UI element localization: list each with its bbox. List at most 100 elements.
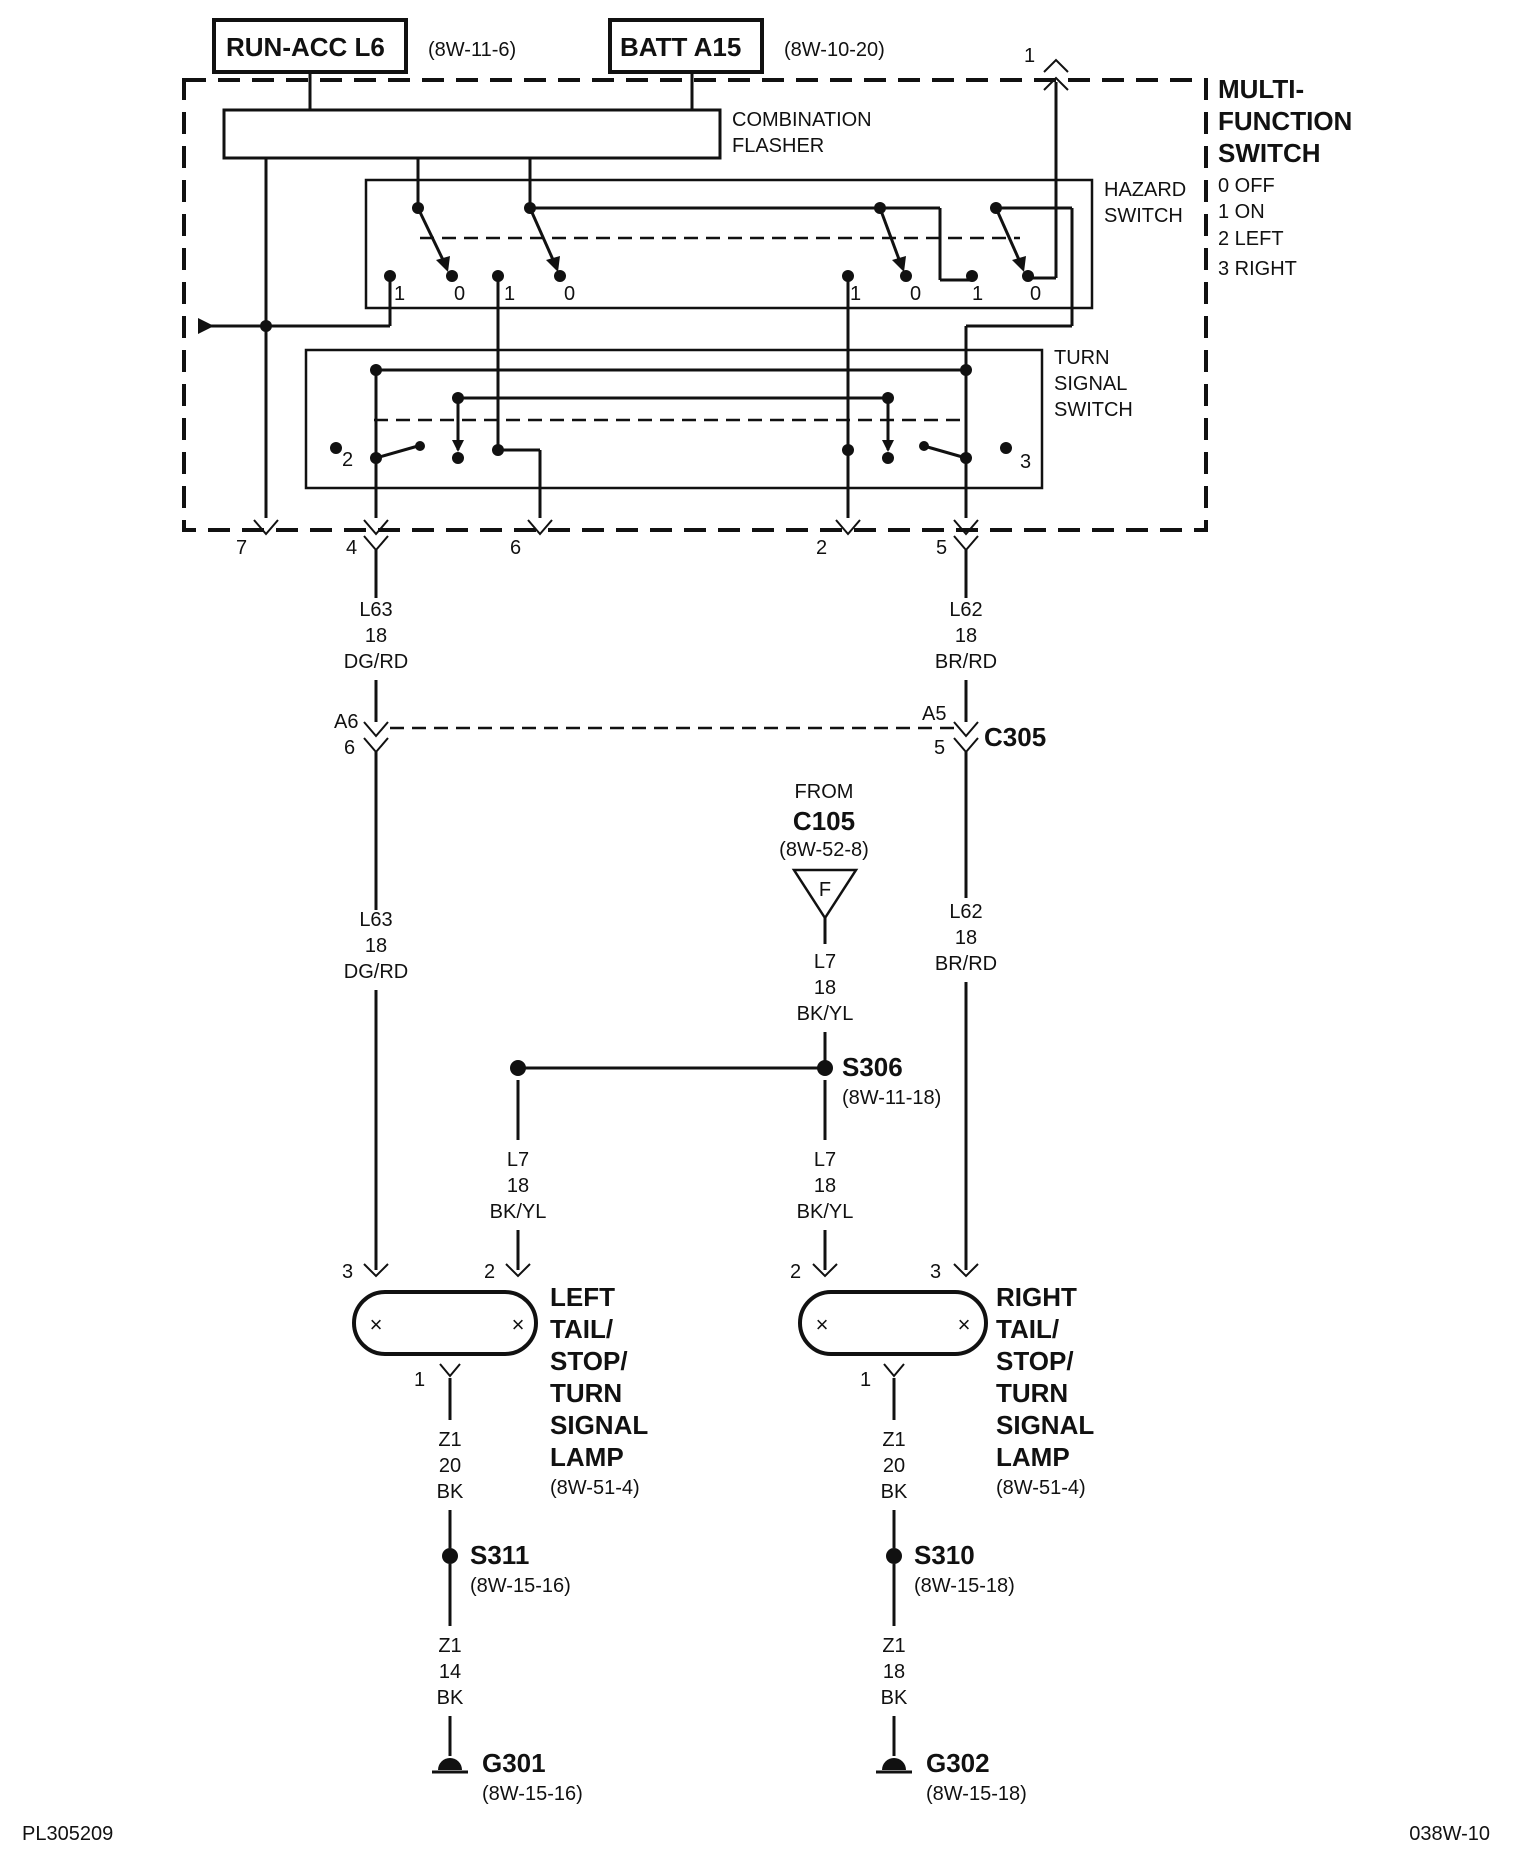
z1-left-upper-color: BK — [437, 1481, 464, 1503]
left-lamp-x1: × — [370, 1312, 383, 1337]
z1-right-lower-gauge: 18 — [883, 1661, 905, 1683]
right-lamp-line-3: STOP/ — [996, 1346, 1074, 1376]
flasher-label-2: FLASHER — [732, 135, 824, 157]
c305-label: C305 — [984, 722, 1046, 752]
g301-ref: (8W-15-16) — [482, 1783, 583, 1805]
mfs-pin-7: 7 — [236, 537, 247, 559]
z1-right-upper-circuit: Z1 — [882, 1429, 905, 1451]
l63-lower-gauge: 18 — [365, 935, 387, 957]
left-lamp-line-2: TAIL/ — [550, 1314, 613, 1344]
turn-signal-switch — [304, 348, 1044, 490]
from-label: FROM — [795, 781, 854, 803]
s311-label: S311 — [470, 1540, 529, 1570]
multifunction-switch-outline — [182, 78, 1208, 532]
mfs-top-pin: 1 — [1024, 45, 1035, 67]
g302-label: G302 — [926, 1748, 990, 1778]
right-lamp-pin-1: 1 — [860, 1369, 871, 1391]
feed-triangle-letter: F — [819, 879, 831, 901]
left-lamp-ref: (8W-51-4) — [550, 1477, 640, 1499]
g302-ground-icon — [882, 1758, 906, 1770]
l7-left-circuit: L7 — [507, 1149, 529, 1171]
mfs-pin-5: 5 — [936, 537, 947, 559]
turn-label-1: TURN — [1054, 347, 1110, 369]
hazard-pin-a1: 1 — [394, 283, 405, 305]
mfs-position-0: 0 OFF — [1218, 175, 1275, 197]
run-acc-ref: (8W-11-6) — [428, 39, 516, 61]
l62-lower-circuit: L62 — [949, 901, 982, 923]
hazard-pin-b1: 1 — [504, 283, 515, 305]
s306-ref: (8W-11-18) — [842, 1087, 941, 1109]
turn-label-2: SIGNAL — [1054, 373, 1127, 395]
l63-lower-circuit: L63 — [359, 909, 392, 931]
z1-left-lower-color: BK — [437, 1687, 464, 1709]
turn-pin-2: 2 — [342, 449, 353, 471]
hazard-pin-d1: 1 — [972, 283, 983, 305]
l7-right-gauge: 18 — [814, 1175, 836, 1197]
batt-ref: (8W-10-20) — [784, 39, 885, 61]
l62-upper-circuit: L62 — [949, 599, 982, 621]
c305-a6: A6 — [334, 711, 358, 733]
right-lamp-line-2: TAIL/ — [996, 1314, 1059, 1344]
l7-from-circuit: L7 — [814, 951, 836, 973]
s310-label: S310 — [914, 1540, 975, 1570]
l7-left-color: BK/YL — [490, 1201, 547, 1223]
right-lamp-line-1: RIGHT — [996, 1282, 1077, 1312]
l62-lower-color: BR/RD — [935, 953, 997, 975]
mfs-pin-2: 2 — [816, 537, 827, 559]
right-lamp-x1: × — [816, 1312, 829, 1337]
right-lamp-line-5: SIGNAL — [996, 1410, 1094, 1440]
z1-right-upper-gauge: 20 — [883, 1455, 905, 1477]
l63-lower-color: DG/RD — [344, 961, 408, 983]
mfs-title-2: FUNCTION — [1218, 106, 1352, 136]
l63-upper-gauge: 18 — [365, 625, 387, 647]
hazard-pin-a0: 0 — [454, 283, 465, 305]
hazard-pin-b0: 0 — [564, 283, 575, 305]
right-lamp-line-4: TURN — [996, 1378, 1068, 1408]
l7-from-color: BK/YL — [797, 1003, 854, 1025]
s306-label: S306 — [842, 1052, 903, 1082]
right-lamp-x2: × — [958, 1312, 971, 1337]
footer-left-code: PL305209 — [22, 1823, 113, 1845]
batt-box — [608, 18, 764, 74]
left-lamp-line-4: TURN — [550, 1378, 622, 1408]
left-lamp-line-3: STOP/ — [550, 1346, 628, 1376]
l63-upper-color: DG/RD — [344, 651, 408, 673]
right-lamp-line-6: LAMP — [996, 1442, 1070, 1472]
left-lamp-line-6: LAMP — [550, 1442, 624, 1472]
left-lamp — [352, 1290, 538, 1356]
z1-right-lower-circuit: Z1 — [882, 1635, 905, 1657]
mfs-pin-6: 6 — [510, 537, 521, 559]
z1-left-lower-circuit: Z1 — [438, 1635, 461, 1657]
l62-upper-gauge: 18 — [955, 625, 977, 647]
l7-right-color: BK/YL — [797, 1201, 854, 1223]
mfs-pin-4: 4 — [346, 537, 357, 559]
z1-left-upper-circuit: Z1 — [438, 1429, 461, 1451]
l7-right-circuit: L7 — [814, 1149, 836, 1171]
z1-right-lower-color: BK — [881, 1687, 908, 1709]
left-lamp-line-1: LEFT — [550, 1282, 615, 1312]
left-lamp-x2: × — [512, 1312, 525, 1337]
run-acc-label: RUN-ACC L6 — [226, 32, 385, 62]
footer-right-code: 038W-10 — [1409, 1823, 1490, 1845]
hazard-pin-c0: 0 — [910, 283, 921, 305]
c305-pin-5: 5 — [934, 737, 945, 759]
c305-a5: A5 — [922, 703, 946, 725]
turn-label-3: SWITCH — [1054, 399, 1133, 421]
g301-ground-icon — [438, 1758, 462, 1770]
left-lamp-pin-2: 2 — [484, 1261, 495, 1283]
mfs-position-3: 3 RIGHT — [1218, 258, 1297, 280]
l7-from-gauge: 18 — [814, 977, 836, 999]
z1-left-upper-gauge: 20 — [439, 1455, 461, 1477]
right-lamp-ref: (8W-51-4) — [996, 1477, 1086, 1499]
hazard-label-2: SWITCH — [1104, 205, 1183, 227]
mfs-title-3: SWITCH — [1218, 138, 1321, 168]
s310-ref: (8W-15-18) — [914, 1575, 1015, 1597]
right-lamp-pin-3: 3 — [930, 1261, 941, 1283]
l62-upper-color: BR/RD — [935, 651, 997, 673]
l62-lower-gauge: 18 — [955, 927, 977, 949]
left-lamp-line-5: SIGNAL — [550, 1410, 648, 1440]
turn-pin-3: 3 — [1020, 451, 1031, 473]
s311-ref: (8W-15-16) — [470, 1575, 571, 1597]
right-lamp — [798, 1290, 988, 1356]
